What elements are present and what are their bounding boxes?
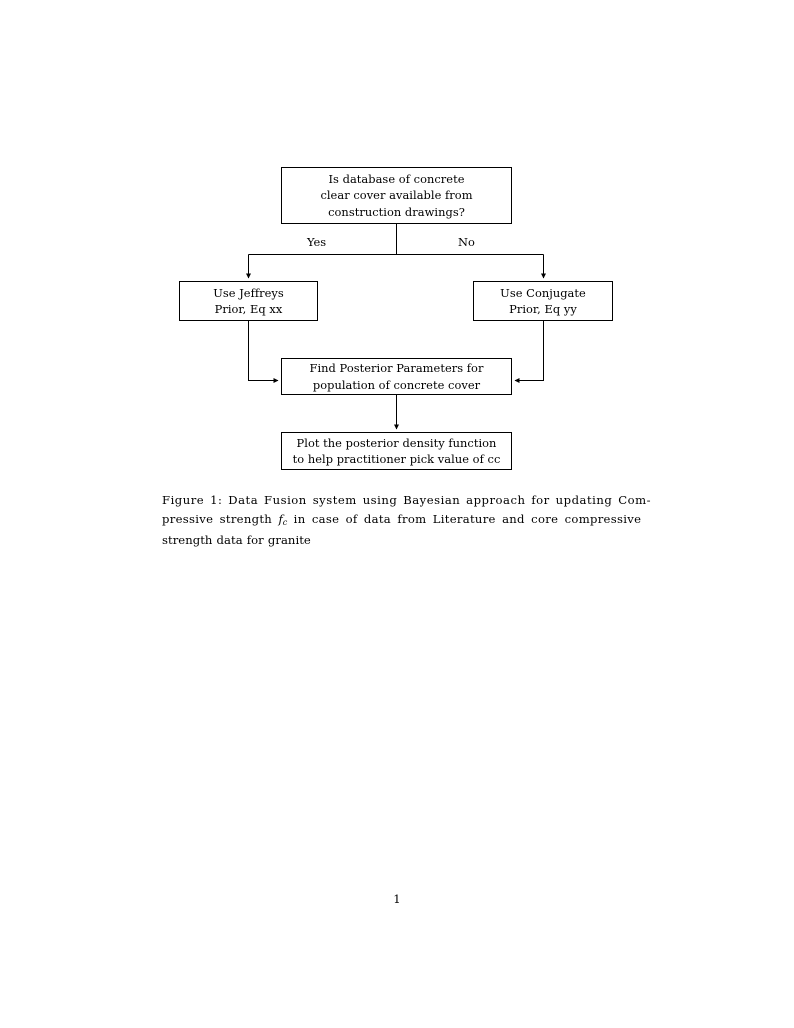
flow-node-conjugate-line-1: Use Conjugate xyxy=(500,285,586,300)
math-subscript-c: c xyxy=(282,516,288,527)
figure-1-flowchart: Is database of concrete clear cover avai… xyxy=(0,0,794,490)
math-symbol-fc: f xyxy=(278,511,283,526)
edge-label-no: No xyxy=(458,235,475,249)
edge-conjugate-to-posterior xyxy=(514,321,544,383)
page-number: 1 xyxy=(393,892,401,906)
flow-node-find-posterior-parameters: Find Posterior Parameters for population… xyxy=(281,358,512,395)
figure-caption: Figure 1: Data Fusion system using Bayes… xyxy=(162,491,652,550)
figure-caption-line-2-suffix: in case of data from Literature and core… xyxy=(287,511,642,526)
figure-caption-line-2-prefix: pressive strength xyxy=(162,511,279,526)
flow-node-decision: Is database of concrete clear cover avai… xyxy=(281,167,512,224)
flow-node-conjugate-line-2: Prior, Eq yy xyxy=(509,302,577,316)
flow-node-plot-posterior-density: Plot the posterior density function to h… xyxy=(281,432,512,470)
flow-node-plot-line-2: to help practitioner pick value of cc xyxy=(292,452,501,466)
flowchart-connectors xyxy=(246,224,546,430)
flow-node-conjugate-prior: Use Conjugate Prior, Eq yy xyxy=(473,281,613,321)
figure-caption-line-1: Figure 1: Data Fusion system using Bayes… xyxy=(162,493,652,507)
flow-node-decision-line-2: clear cover available from xyxy=(320,188,473,203)
edge-label-yes: Yes xyxy=(307,235,327,249)
flow-node-decision-line-3: construction drawings? xyxy=(328,204,465,219)
flow-node-jeffreys-line-1: Use Jeffreys xyxy=(213,285,284,300)
flow-node-jeffreys-line-2: Prior, Eq xx xyxy=(214,302,283,316)
flow-node-posterior-line-1: Find Posterior Parameters for xyxy=(309,361,484,376)
flow-node-decision-line-1: Is database of concrete xyxy=(328,172,465,187)
flow-node-plot-line-1: Plot the posterior density function xyxy=(296,435,497,450)
flow-node-jeffreys-prior: Use Jeffreys Prior, Eq xx xyxy=(179,281,318,321)
flow-node-posterior-line-2: population of concrete cover xyxy=(312,377,481,392)
figure-caption-line-3: strength data for granite xyxy=(162,532,311,547)
edge-jeffreys-to-posterior xyxy=(248,321,279,383)
figure-caption-line-2: pressive strength fc in case of data fro… xyxy=(162,510,641,531)
